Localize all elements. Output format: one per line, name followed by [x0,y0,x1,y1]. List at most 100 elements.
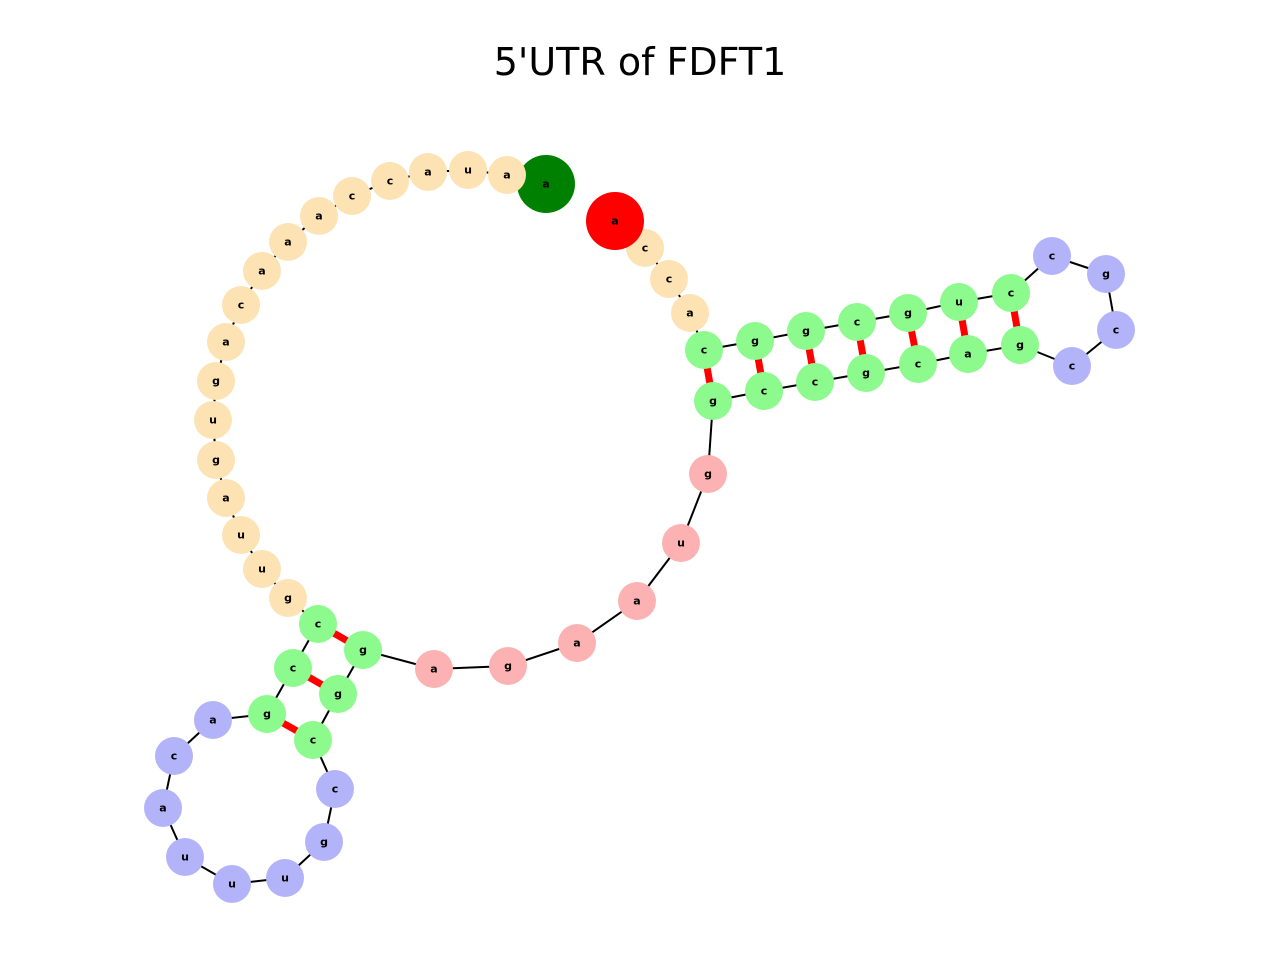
nucleotide-label: c [310,734,317,747]
unpaired-circle [243,252,281,290]
nucleotide-node: a [488,156,526,194]
nucleotide-node: g [689,455,727,493]
stem-circle [344,631,382,669]
nucleotide-label: u [464,164,472,177]
nucleotide-node: g [489,647,527,685]
unpaired-circle [671,294,709,332]
stem-circle [847,354,885,392]
hairpin-loop-circle [1097,311,1135,349]
hairpin-loop-circle [266,859,304,897]
nucleotide-label: g [862,367,870,380]
nucleotide-node: g [248,695,286,733]
nucleotide-label: a [542,178,549,191]
nucleotide-node: g [694,382,732,420]
nucleotide-label: c [1008,287,1015,300]
nucleotide-label: g [802,325,810,338]
unpaired-circle [488,156,526,194]
nucleotide-label: u [955,296,963,309]
nucleotide-label: u [281,872,289,885]
nucleotide-label: g [212,375,220,388]
nucleotide-label: a [258,265,265,278]
nucleotide-label: u [209,414,217,427]
stem-circle [838,303,876,341]
nucleotide-label: c [238,299,245,312]
unpaired-circle [371,162,409,200]
nucleotide-label: g [751,335,759,348]
nucleotide-label: u [181,851,189,864]
interior-loop-circle [415,650,453,688]
nucleotide-label: c [854,316,861,329]
unpaired-circle [207,479,245,517]
nucleotide-node: g [736,322,774,360]
nucleotide-node: c [685,331,723,369]
nucleotide-node: c [1033,237,1071,275]
nucleotide-node: u [194,401,232,439]
nucleotide-node: a [243,252,281,290]
stem-circle [940,283,978,321]
interior-loop-circle [618,582,656,620]
nucleotide-label: g [284,592,292,605]
nucleotide-node: a [558,624,596,662]
nucleotide-label: u [228,878,236,891]
nucleotide-label: g [1102,268,1110,281]
nucleotide-label: a [222,336,229,349]
unpaired-circle [207,323,245,361]
nucleotide-node: u [449,151,487,189]
nucleotide-label: c [349,190,356,203]
hairpin-loop-circle [194,701,232,739]
nucleotide-label: a [633,595,640,608]
nucleotide-node: c [299,605,337,643]
unpaired-circle [197,441,235,479]
nucleotide-label: u [237,529,245,542]
nucleotide-node: g [197,441,235,479]
stem-circle [685,331,723,369]
nucleotide-node: u [166,838,204,876]
nucleotide-node: a [207,323,245,361]
stem-circle [787,312,825,350]
unpaired-circle [300,197,338,235]
hairpin-loop-circle [1033,237,1071,275]
nucleotide-node: c [796,363,834,401]
stem-circle [299,605,337,643]
nucleotide-node: u [940,283,978,321]
stem-circle [796,363,834,401]
nucleotide-label: c [812,376,819,389]
nucleotide-node: g [847,354,885,392]
stem-circle [889,294,927,332]
unpaired-circle [194,401,232,439]
nucleotide-node: g [305,823,343,861]
nucleotide-node: u [213,865,251,903]
hairpin-loop-circle [144,789,182,827]
nucleotide-label: c [387,175,394,188]
unpaired-circle [333,177,371,215]
nucleotide-node: c [316,770,354,808]
nucleotide-label: c [315,618,322,631]
nucleotide-label: g [334,688,342,701]
hairpin-loop-circle [155,737,193,775]
unpaired-circle [222,286,260,324]
nucleotide-label: a [573,637,580,650]
nucleotide-node: c [155,737,193,775]
nucleotide-node: c [1053,347,1091,385]
nucleotide-label: c [1069,360,1076,373]
nucleotide-label: a [611,215,618,228]
nucleotide-node: a [618,582,656,620]
unpaired-circle [243,550,281,588]
stem-circle [294,721,332,759]
nucleotide-node: a [409,153,447,191]
nucleotide-label: a [964,348,971,361]
nucleotide-node: c [650,260,688,298]
nucleotide-label: g [263,708,271,721]
hairpin-loop-circle [1053,347,1091,385]
stem-circle [1001,326,1039,364]
nucleotide-node: g [1087,255,1125,293]
nucleotide-label: c [332,783,339,796]
nucleotide-label: c [1113,324,1120,337]
nucleotide-label: g [359,644,367,657]
nucleotide-node: a [671,294,709,332]
nucleotide-node: u [266,859,304,897]
nucleotide-label: a [284,236,291,249]
stem-circle [319,675,357,713]
start-node-circle [517,155,575,213]
nucleotide-label: c [701,344,708,357]
